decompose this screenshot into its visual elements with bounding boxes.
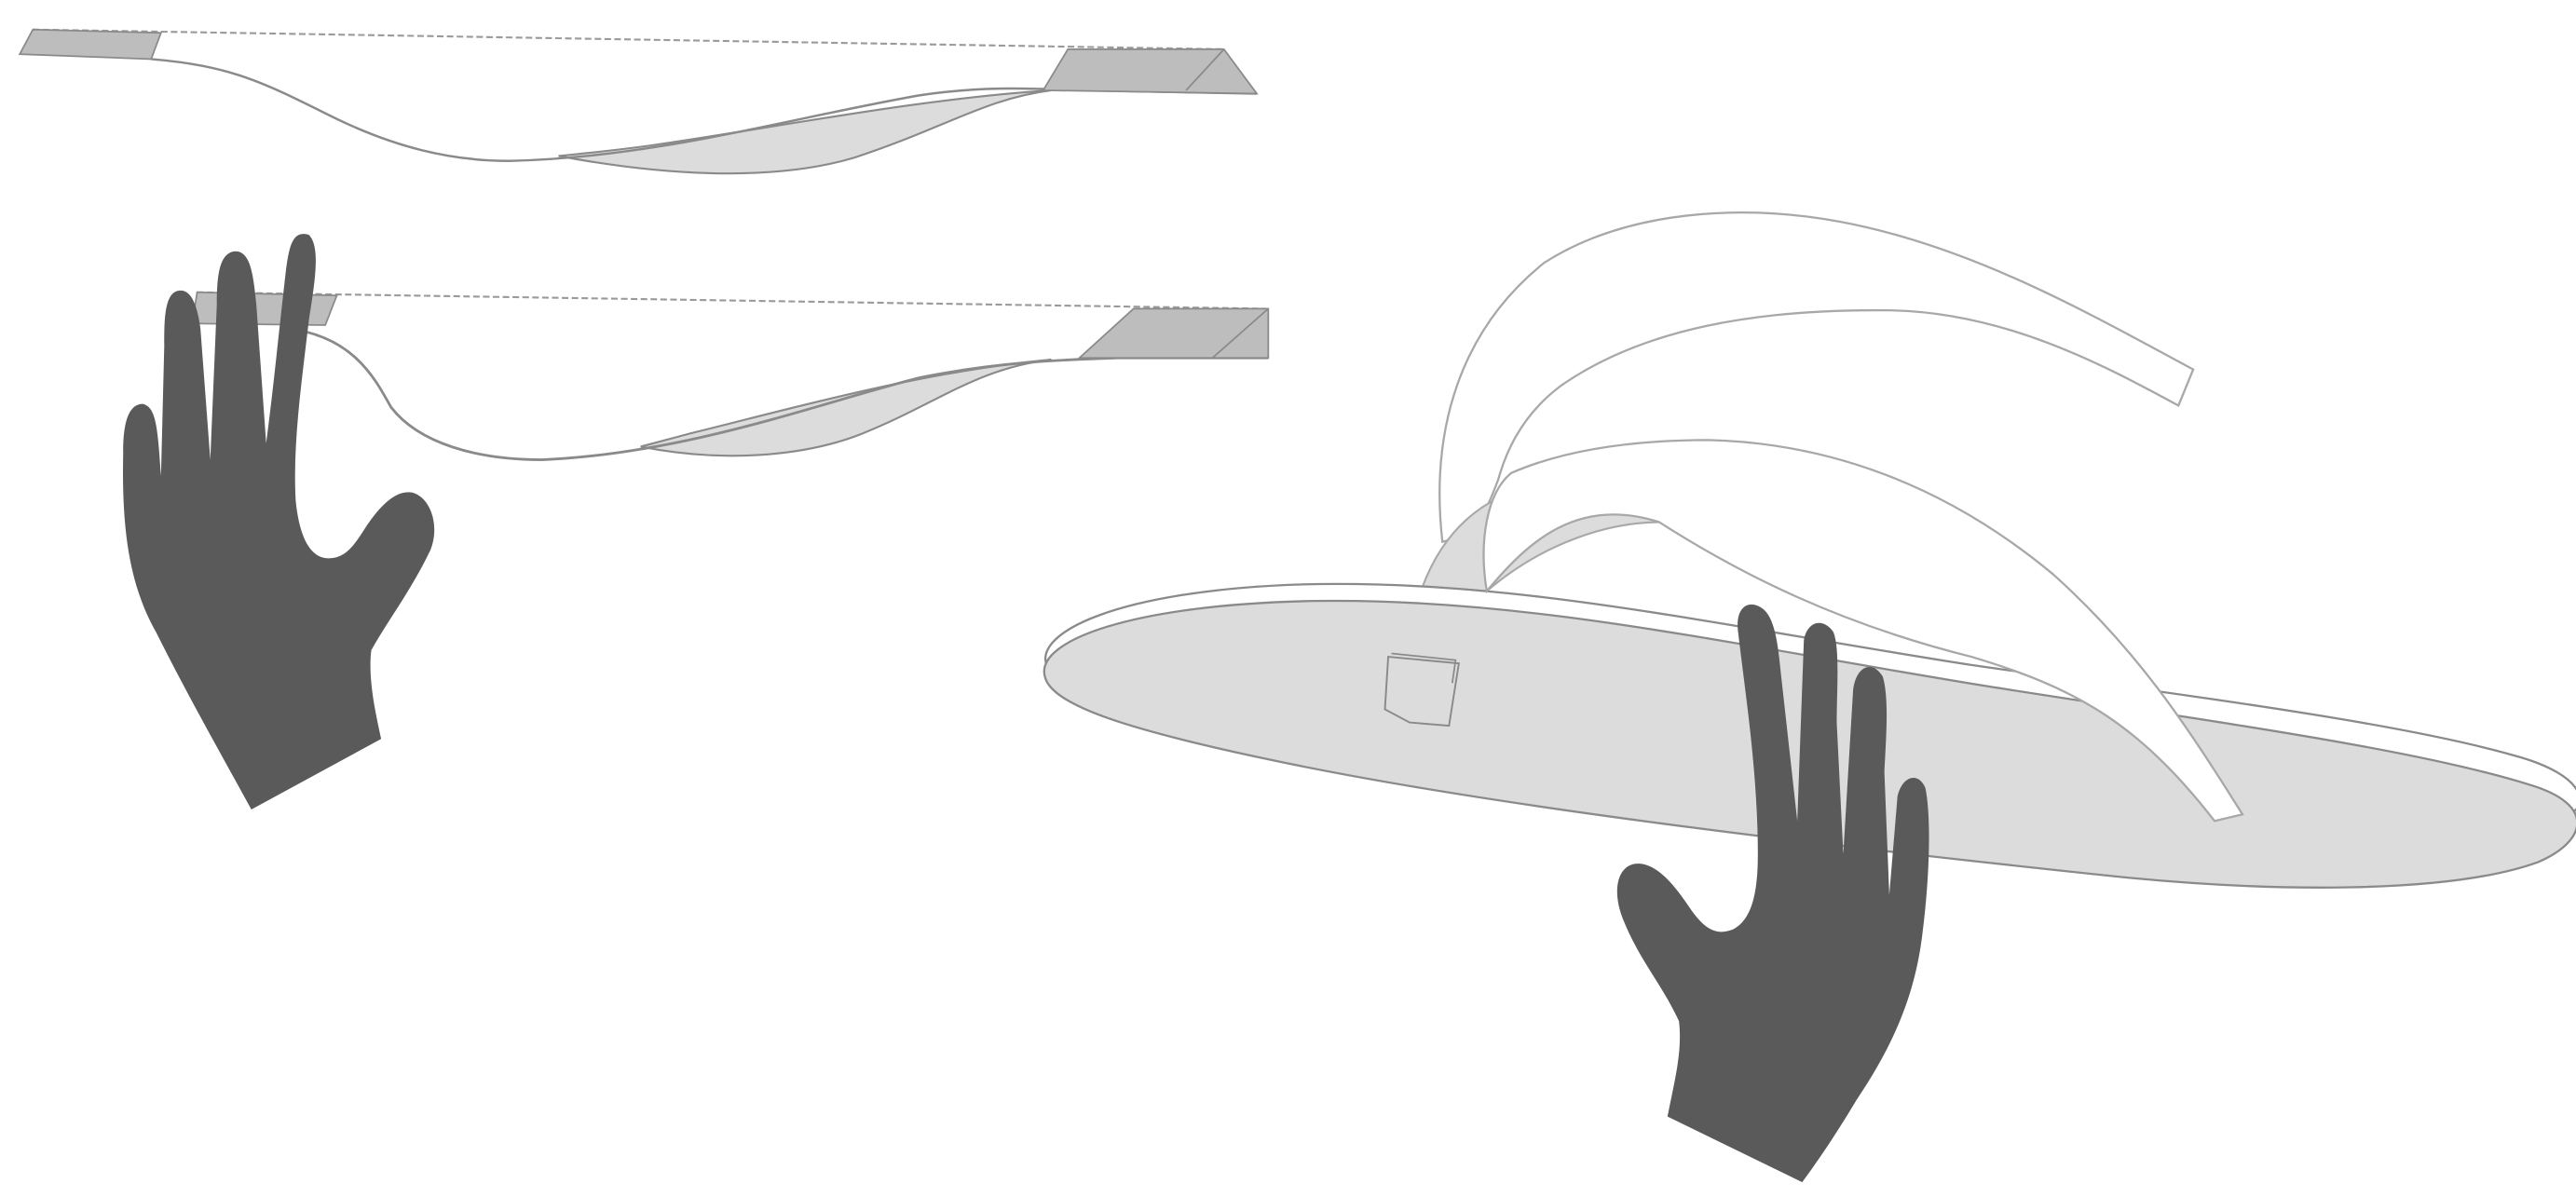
strap-held-left-tab <box>192 292 336 325</box>
flip-flop-tag <box>1385 657 1459 726</box>
strap-held <box>192 292 1268 460</box>
strap-held-dashed-edge <box>198 292 1265 309</box>
strap-top-right-tab <box>1043 49 1257 94</box>
strap-top-dashed-edge <box>33 30 1223 49</box>
strap-top-left-tab <box>20 30 161 60</box>
strap-top <box>20 30 1257 173</box>
strap-held-underside <box>641 360 1052 456</box>
strap-top-underside <box>559 90 1052 173</box>
